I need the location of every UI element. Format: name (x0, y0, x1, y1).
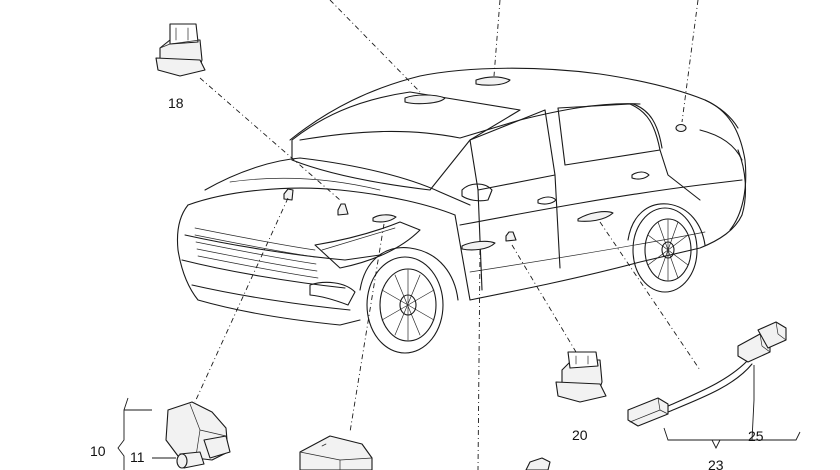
callout-23: 23 (708, 457, 724, 470)
callout-10: 10 (90, 443, 106, 459)
bottom-small-lamp (525, 457, 551, 470)
callout-18: 18 (168, 95, 184, 111)
leader-lines (194, 0, 701, 470)
callout-11: 11 (130, 449, 145, 465)
part-11-bulb (152, 451, 205, 469)
callout-25: 25 (748, 428, 764, 444)
car-illustration (176, 67, 747, 354)
part-20-module (555, 351, 607, 403)
part-10-housing (165, 401, 231, 461)
wiring-harness (627, 321, 801, 450)
callout-20: 20 (572, 427, 588, 443)
bottom-control-module (299, 435, 373, 470)
part-18-connector (155, 23, 206, 77)
bracket-10 (117, 397, 152, 470)
